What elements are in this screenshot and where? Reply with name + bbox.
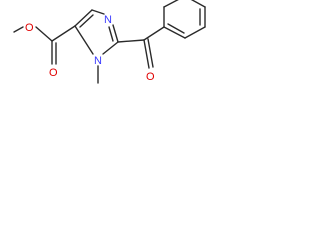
bond-ring-n3-c2 xyxy=(112,24,119,43)
bond-ring-ketone xyxy=(117,39,145,43)
molecule-canvas: O O N N O xyxy=(0,0,235,108)
bond-phenyl-2 xyxy=(163,0,179,8)
atom-ring-n1: N xyxy=(104,14,112,26)
bond-phenyl-3 xyxy=(163,26,186,39)
atom-ester-o1: O xyxy=(25,22,34,34)
bond-ring-n3-c2-inner xyxy=(108,26,114,42)
bond-ester-o-carbonyl xyxy=(35,26,53,42)
bond-phenyl-6 xyxy=(190,0,206,8)
bond-ring-c2-n1 xyxy=(102,41,119,55)
atom-ester-o2: O xyxy=(49,67,58,79)
molecule-structure-diagram: O O N N O xyxy=(13,0,206,84)
bond-methyl-ester-o xyxy=(13,26,24,33)
bond-phenyl-3-inner xyxy=(167,23,185,34)
bond-ring-c4-n3 xyxy=(91,9,105,15)
bond-ring-c5-c4-inner xyxy=(79,14,94,28)
bond-ring-c5-c4 xyxy=(74,9,93,27)
bond-ketone-phenyl xyxy=(143,26,165,41)
bond-phenyl-4 xyxy=(184,26,206,39)
bond-carbonyl-ring xyxy=(51,25,76,42)
bond-ketone-double-2 xyxy=(147,38,154,68)
atom-ring-n2: N xyxy=(94,55,102,67)
bond-ketone-double xyxy=(143,39,150,69)
atom-ketone-o: O xyxy=(146,71,155,83)
bond-ring-n1-c5 xyxy=(74,25,94,55)
